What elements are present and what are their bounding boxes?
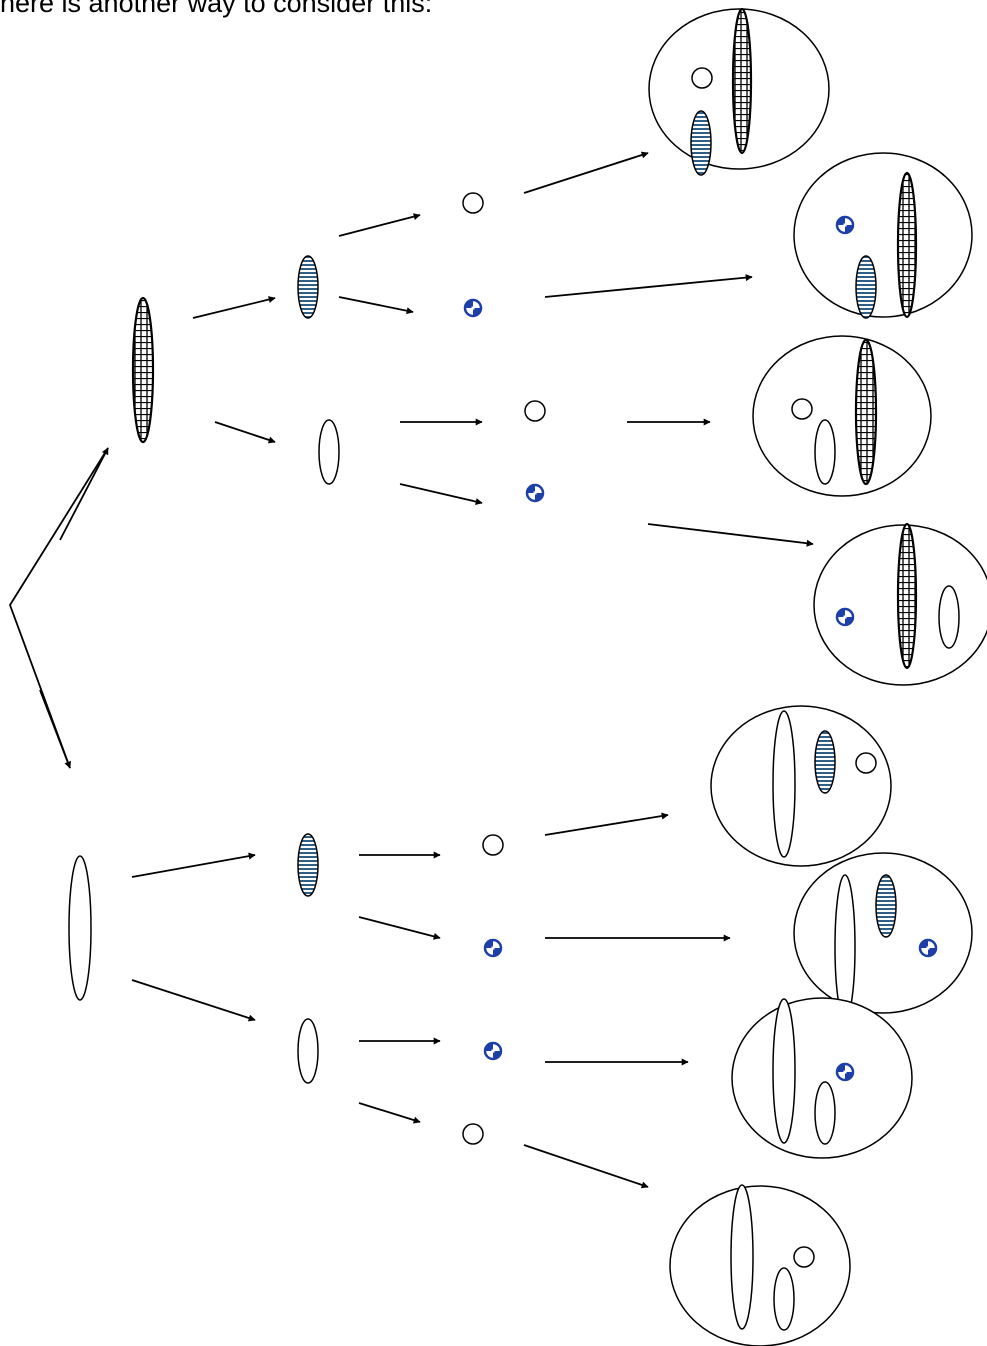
plain-dot	[855, 752, 877, 774]
cell-5	[710, 705, 892, 867]
cell-membrane	[710, 705, 892, 867]
plain-dot	[691, 67, 713, 89]
plain-dot	[793, 1246, 815, 1268]
striped-chromosome	[875, 874, 897, 938]
striped-chromosome	[297, 255, 319, 319]
grid-chromosome	[131, 296, 155, 444]
cell-membrane	[669, 1185, 851, 1346]
arrow	[544, 274, 753, 298]
root-branch	[9, 447, 109, 769]
blue-dot	[463, 298, 483, 318]
arrow	[647, 523, 814, 547]
grid-chromosome	[896, 171, 918, 319]
blue-dot	[835, 1062, 855, 1082]
plain-chromosome	[814, 1081, 836, 1145]
arrow	[358, 1102, 421, 1124]
striped-chromosome	[297, 833, 319, 897]
arrow	[338, 296, 414, 315]
plain-chromosome	[730, 1184, 754, 1330]
cell-membrane	[793, 152, 973, 318]
arrow	[338, 213, 421, 237]
blue-dot	[835, 607, 855, 627]
cell-membrane	[752, 335, 932, 497]
plain-dot	[482, 834, 504, 856]
arrow	[39, 689, 72, 769]
plain-chromosome	[772, 710, 796, 858]
plain-chromosome	[68, 855, 92, 1001]
arrow	[544, 812, 669, 836]
arrow	[59, 447, 109, 541]
striped-chromosome	[814, 730, 836, 794]
plain-chromosome	[773, 1267, 795, 1331]
grid-chromosome	[896, 522, 918, 670]
arrow	[131, 979, 256, 1022]
striped-chromosome	[690, 110, 712, 176]
arrow	[214, 421, 276, 444]
cell-8	[669, 1184, 851, 1346]
blue-dot	[918, 938, 938, 958]
blue-dot	[483, 938, 503, 958]
arrow	[523, 1144, 649, 1189]
cell-6	[793, 852, 973, 1020]
striped-chromosome	[855, 255, 877, 319]
plain-chromosome	[297, 1018, 319, 1084]
blue-dot	[835, 215, 855, 235]
plain-chromosome	[814, 419, 836, 485]
plain-chromosome	[834, 874, 856, 1020]
plain-dot	[462, 1123, 484, 1145]
cell-1	[648, 7, 830, 176]
blue-dot	[525, 483, 545, 503]
plain-chromosome	[318, 419, 340, 485]
arrow	[399, 483, 483, 505]
plain-dot	[791, 398, 813, 420]
arrow	[131, 852, 256, 878]
cell-7	[731, 997, 913, 1159]
plain-chromosome	[772, 998, 796, 1144]
cell-2	[793, 152, 973, 319]
blue-dot	[483, 1041, 503, 1061]
plain-dot	[524, 400, 546, 422]
header-text: here is another way to consider this:	[0, 0, 433, 18]
arrow	[358, 916, 441, 940]
grid-chromosome	[731, 7, 753, 155]
arrow	[192, 296, 276, 319]
arrow	[523, 151, 649, 194]
plain-chromosome	[938, 585, 960, 649]
grid-chromosome	[854, 338, 878, 486]
cell-3	[752, 335, 932, 497]
cell-4	[813, 522, 987, 686]
plain-dot	[462, 192, 484, 214]
